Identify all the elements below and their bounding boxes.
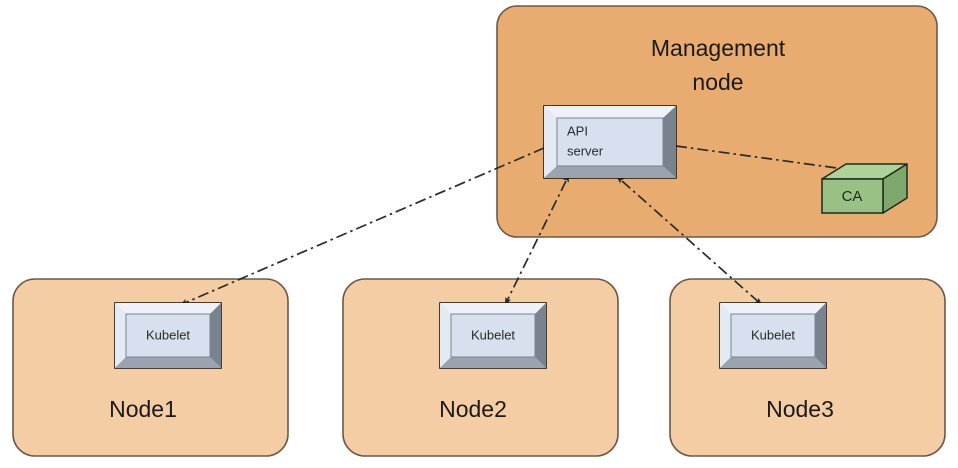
- kubelet1-label: Kubelet: [146, 327, 190, 342]
- kubelet1-bevel-right: [210, 303, 221, 368]
- kubelet3-bevel-right: [815, 303, 826, 368]
- connector-api-to-kubelet1[interactable]: [179, 145, 551, 306]
- kubelet2-label: Kubelet: [471, 327, 515, 342]
- api-server-component[interactable]: API server: [543, 105, 677, 179]
- node2-label: Node2: [439, 396, 507, 422]
- kubelet2-bevel-right: [535, 303, 546, 368]
- connector-api-to-ca[interactable]: [668, 142, 867, 175]
- management-node-label-line1: Management: [651, 35, 786, 61]
- api-server-bevel-top: [544, 106, 676, 118]
- kubelet2-bevel-top: [440, 303, 546, 314]
- kubelet2-bevel-bottom: [440, 357, 546, 368]
- api-server-bevel-right: [663, 106, 676, 178]
- kubelet3-bevel-top: [720, 303, 826, 314]
- kubelet-node3-component[interactable]: Kubelet: [719, 302, 827, 369]
- kubelet2-face[interactable]: [450, 313, 536, 358]
- kubelet2-bevel-left: [440, 303, 451, 368]
- kubelet1-bevel-top: [115, 303, 221, 314]
- kubelet1-face[interactable]: [125, 313, 211, 358]
- kubelet3-face[interactable]: [730, 313, 816, 358]
- ca-label: CA: [842, 188, 863, 205]
- api-server-label-line2: server: [567, 143, 604, 158]
- kubelet1-bevel-bottom: [115, 357, 221, 368]
- connector-api-to-kubelet2[interactable]: [504, 174, 570, 306]
- api-server-label-line1: API: [567, 123, 588, 138]
- connector-api-to-kubelet3[interactable]: [616, 176, 763, 306]
- api-server-bevel-bottom: [544, 166, 676, 178]
- api-server-face[interactable]: [556, 117, 664, 167]
- ca-component[interactable]: CA: [821, 163, 908, 214]
- ca-front-face[interactable]: [821, 178, 884, 214]
- api-server-bevel-left: [544, 106, 557, 178]
- kubelet3-bevel-left: [720, 303, 731, 368]
- kubelet-node2-component[interactable]: Kubelet: [439, 302, 547, 369]
- connectors-group: [179, 142, 867, 306]
- kubelet3-bevel-bottom: [720, 357, 826, 368]
- kubelet-node1-component[interactable]: Kubelet: [114, 302, 222, 369]
- node1-label: Node1: [109, 396, 177, 422]
- node3-label: Node3: [766, 396, 834, 422]
- kubelet1-bevel-left: [115, 303, 126, 368]
- kubelet3-label: Kubelet: [751, 327, 795, 342]
- management-node-label-line2: node: [692, 69, 743, 95]
